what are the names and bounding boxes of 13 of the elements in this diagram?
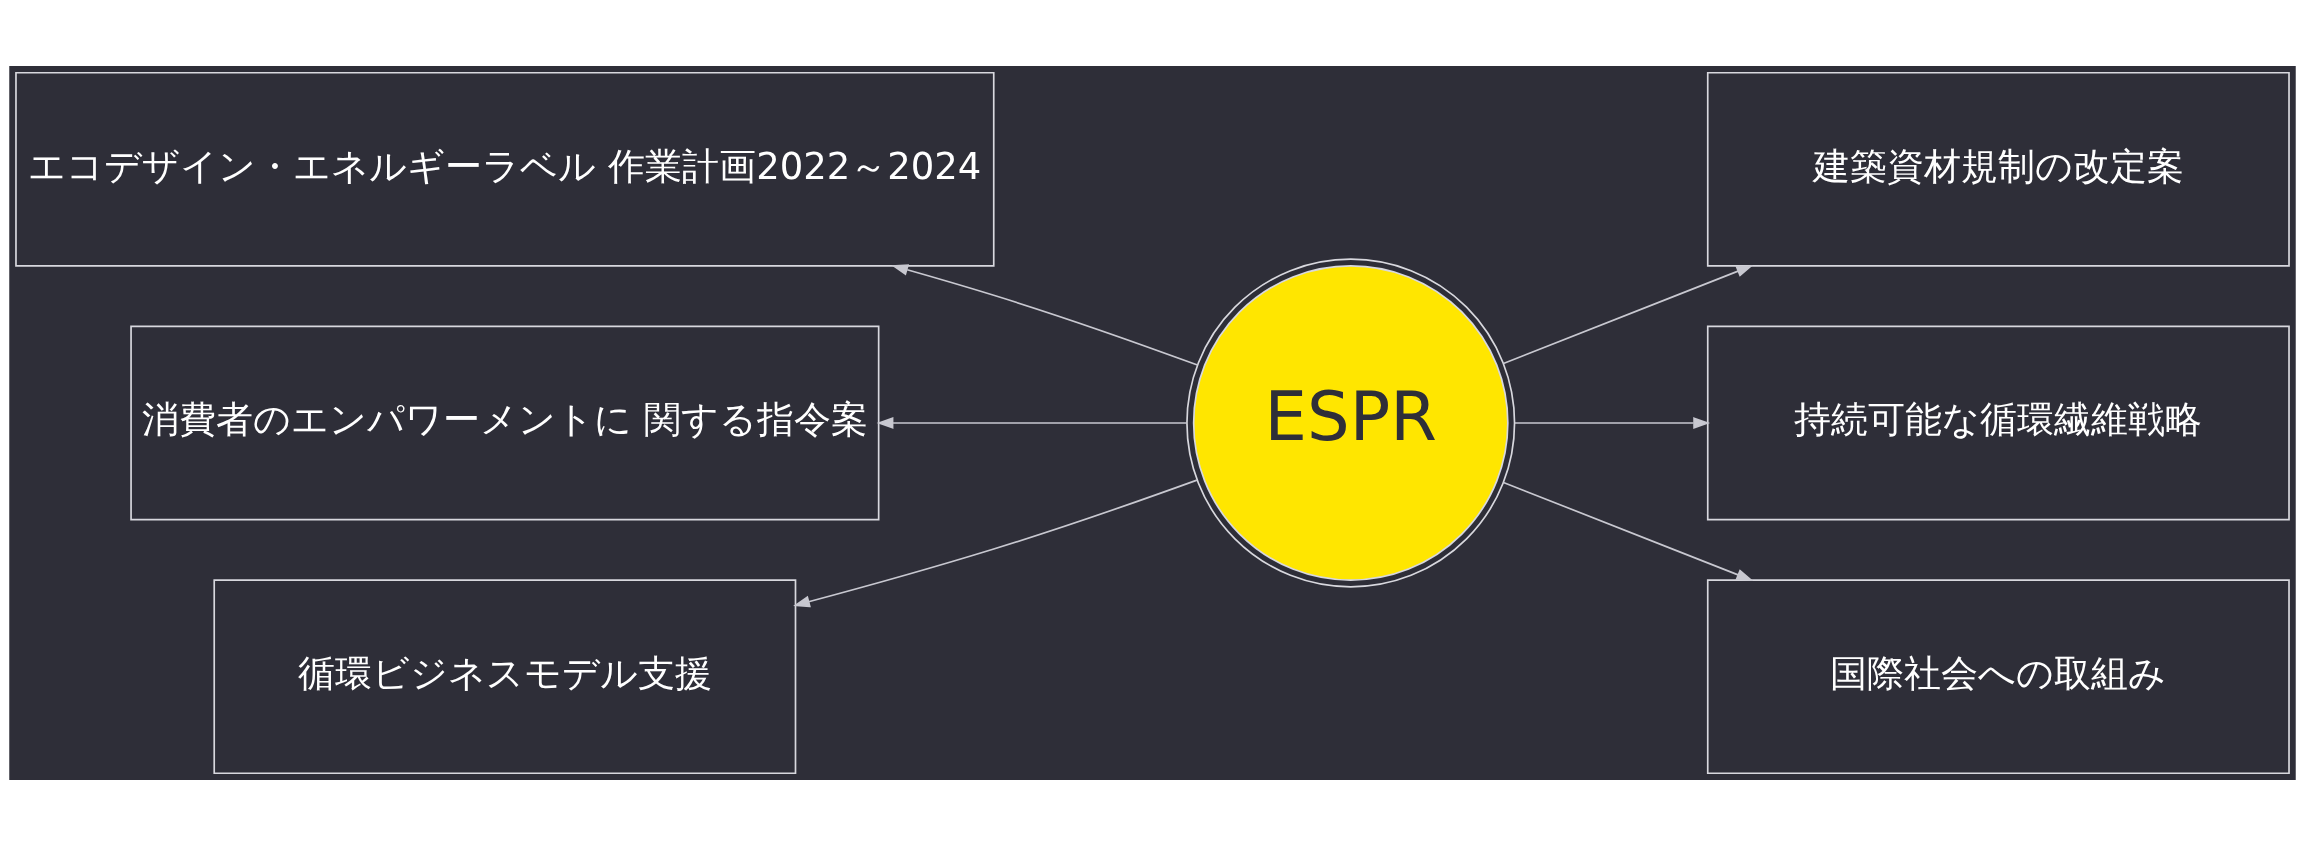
arrow: [793, 478, 1198, 607]
arrow: [1502, 481, 1754, 581]
arrow: [1514, 416, 1711, 429]
node-box: エコデザイン・エネルギーラベル 作業計画2022～2024: [15, 71, 995, 267]
arrow: [1502, 264, 1754, 364]
node-box: 国際社会への取組み: [1706, 578, 2290, 774]
node-box: 建築資材規制の改定案: [1706, 71, 2290, 267]
arrow: [876, 416, 1188, 429]
arrow: [891, 263, 1199, 366]
node-box: 消費者のエンパワーメントに 関する指令案: [130, 325, 880, 520]
node-box: 持続可能な循環繊維戦略: [1706, 325, 2290, 520]
node-circle: ESPR: [1186, 257, 1516, 588]
node-box: 循環ビジネスモデル支援: [213, 578, 797, 774]
